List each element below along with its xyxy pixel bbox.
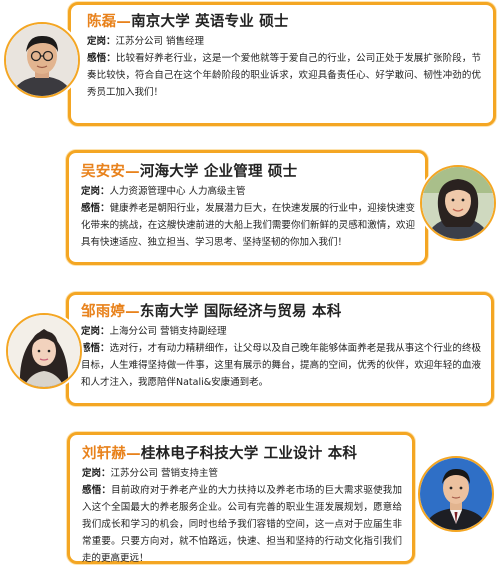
position-label: 定岗：	[87, 36, 116, 47]
person-name: 邹雨婷—	[81, 304, 140, 320]
reflection-paragraph: 感悟：比较看好养老行业，这是一个爱他就等于爱自己的行业，公司正处于发展扩张阶段，…	[87, 50, 481, 101]
person-name: 刘轩赫—	[82, 446, 141, 462]
school-major-degree: 桂林电子科技大学 工业设计 本科	[140, 446, 358, 462]
avatar-photo	[418, 456, 494, 532]
position-line: 定岗：人力资源管理中心 人力高级主管	[81, 184, 415, 200]
name-line: 陈磊—南京大学 英语专业 硕士	[87, 13, 481, 32]
card-content: 邹雨婷—东南大学 国际经济与贸易 本科 定岗：上海分公司 营销支持副经理 感悟：…	[81, 303, 481, 391]
reflection-text: 选对行，才有动力精耕细作，让父母以及自己晚年能够体面养老是我从事这个行业的终极目…	[81, 343, 481, 388]
position-label: 定岗：	[81, 326, 110, 337]
reflection-text: 目前政府对于养老产业的大力扶持以及养老市场的巨大需求驱使我加入这个全国最大的养老…	[82, 485, 402, 564]
position-line: 定岗：上海分公司 营销支持副经理	[81, 324, 481, 340]
person-name: 陈磊—	[87, 14, 132, 30]
card-content: 陈磊—南京大学 英语专业 硕士 定岗：江苏分公司 销售经理 感悟：比较看好养老行…	[87, 13, 481, 101]
position-label: 定岗：	[81, 186, 110, 197]
position-label: 定岗：	[82, 468, 111, 479]
testimonial-card-chen-lei: 陈磊—南京大学 英语专业 硕士 定岗：江苏分公司 销售经理 感悟：比较看好养老行…	[68, 2, 496, 126]
reflection-text: 健康养老是朝阳行业，发展潜力巨大，在快速发展的行业中，迎接快速变化带来的挑战，在…	[81, 203, 415, 248]
reflection-label: 感悟：	[87, 53, 116, 64]
position-line: 定岗：江苏分公司 销售经理	[87, 34, 481, 50]
school-major-degree: 河海大学 企业管理 硕士	[139, 164, 298, 180]
reflection-paragraph: 感悟：目前政府对于养老产业的大力扶持以及养老市场的巨大需求驱使我加入这个全国最大…	[82, 482, 402, 567]
position-value: 人力资源管理中心 人力高级主管	[109, 186, 246, 197]
testimonial-card-liu-xuanhe: 刘轩赫—桂林电子科技大学 工业设计 本科 定岗：江苏分公司 营销支持主管 感悟：…	[67, 432, 415, 564]
card-content: 刘轩赫—桂林电子科技大学 工业设计 本科 定岗：江苏分公司 营销支持主管 感悟：…	[82, 445, 402, 567]
testimonial-card-wu-anan: 吴安安—河海大学 企业管理 硕士 定岗：人力资源管理中心 人力高级主管 感悟：健…	[66, 150, 428, 265]
testimonial-card-zou-yuting: 邹雨婷—东南大学 国际经济与贸易 本科 定岗：上海分公司 营销支持副经理 感悟：…	[66, 292, 494, 406]
name-line: 刘轩赫—桂林电子科技大学 工业设计 本科	[82, 445, 402, 464]
reflection-label: 感悟：	[82, 485, 112, 496]
reflection-text: 比较看好养老行业，这是一个爱他就等于爱自己的行业，公司正处于发展扩张阶段，节奏比…	[87, 53, 481, 98]
position-value: 江苏分公司 销售经理	[115, 36, 205, 47]
person-name: 吴安安—	[81, 164, 140, 180]
position-line: 定岗：江苏分公司 营销支持主管	[82, 466, 402, 482]
avatar-photo	[6, 313, 82, 389]
school-major-degree: 南京大学 英语专业 硕士	[131, 14, 289, 30]
reflection-paragraph: 感悟：健康养老是朝阳行业，发展潜力巨大，在快速发展的行业中，迎接快速变化带来的挑…	[81, 200, 415, 251]
avatar-photo	[4, 22, 80, 98]
reflection-label: 感悟：	[81, 343, 110, 354]
card-content: 吴安安—河海大学 企业管理 硕士 定岗：人力资源管理中心 人力高级主管 感悟：健…	[81, 163, 415, 251]
avatar-photo	[420, 165, 496, 241]
reflection-paragraph: 感悟：选对行，才有动力精耕细作，让父母以及自己晚年能够体面养老是我从事这个行业的…	[81, 340, 481, 391]
name-line: 吴安安—河海大学 企业管理 硕士	[81, 163, 415, 182]
name-line: 邹雨婷—东南大学 国际经济与贸易 本科	[81, 303, 481, 322]
reflection-label: 感悟：	[81, 203, 110, 214]
school-major-degree: 东南大学 国际经济与贸易 本科	[139, 304, 342, 320]
position-value: 上海分公司 营销支持副经理	[109, 326, 227, 337]
position-value: 江苏分公司 营销支持主管	[110, 468, 219, 479]
